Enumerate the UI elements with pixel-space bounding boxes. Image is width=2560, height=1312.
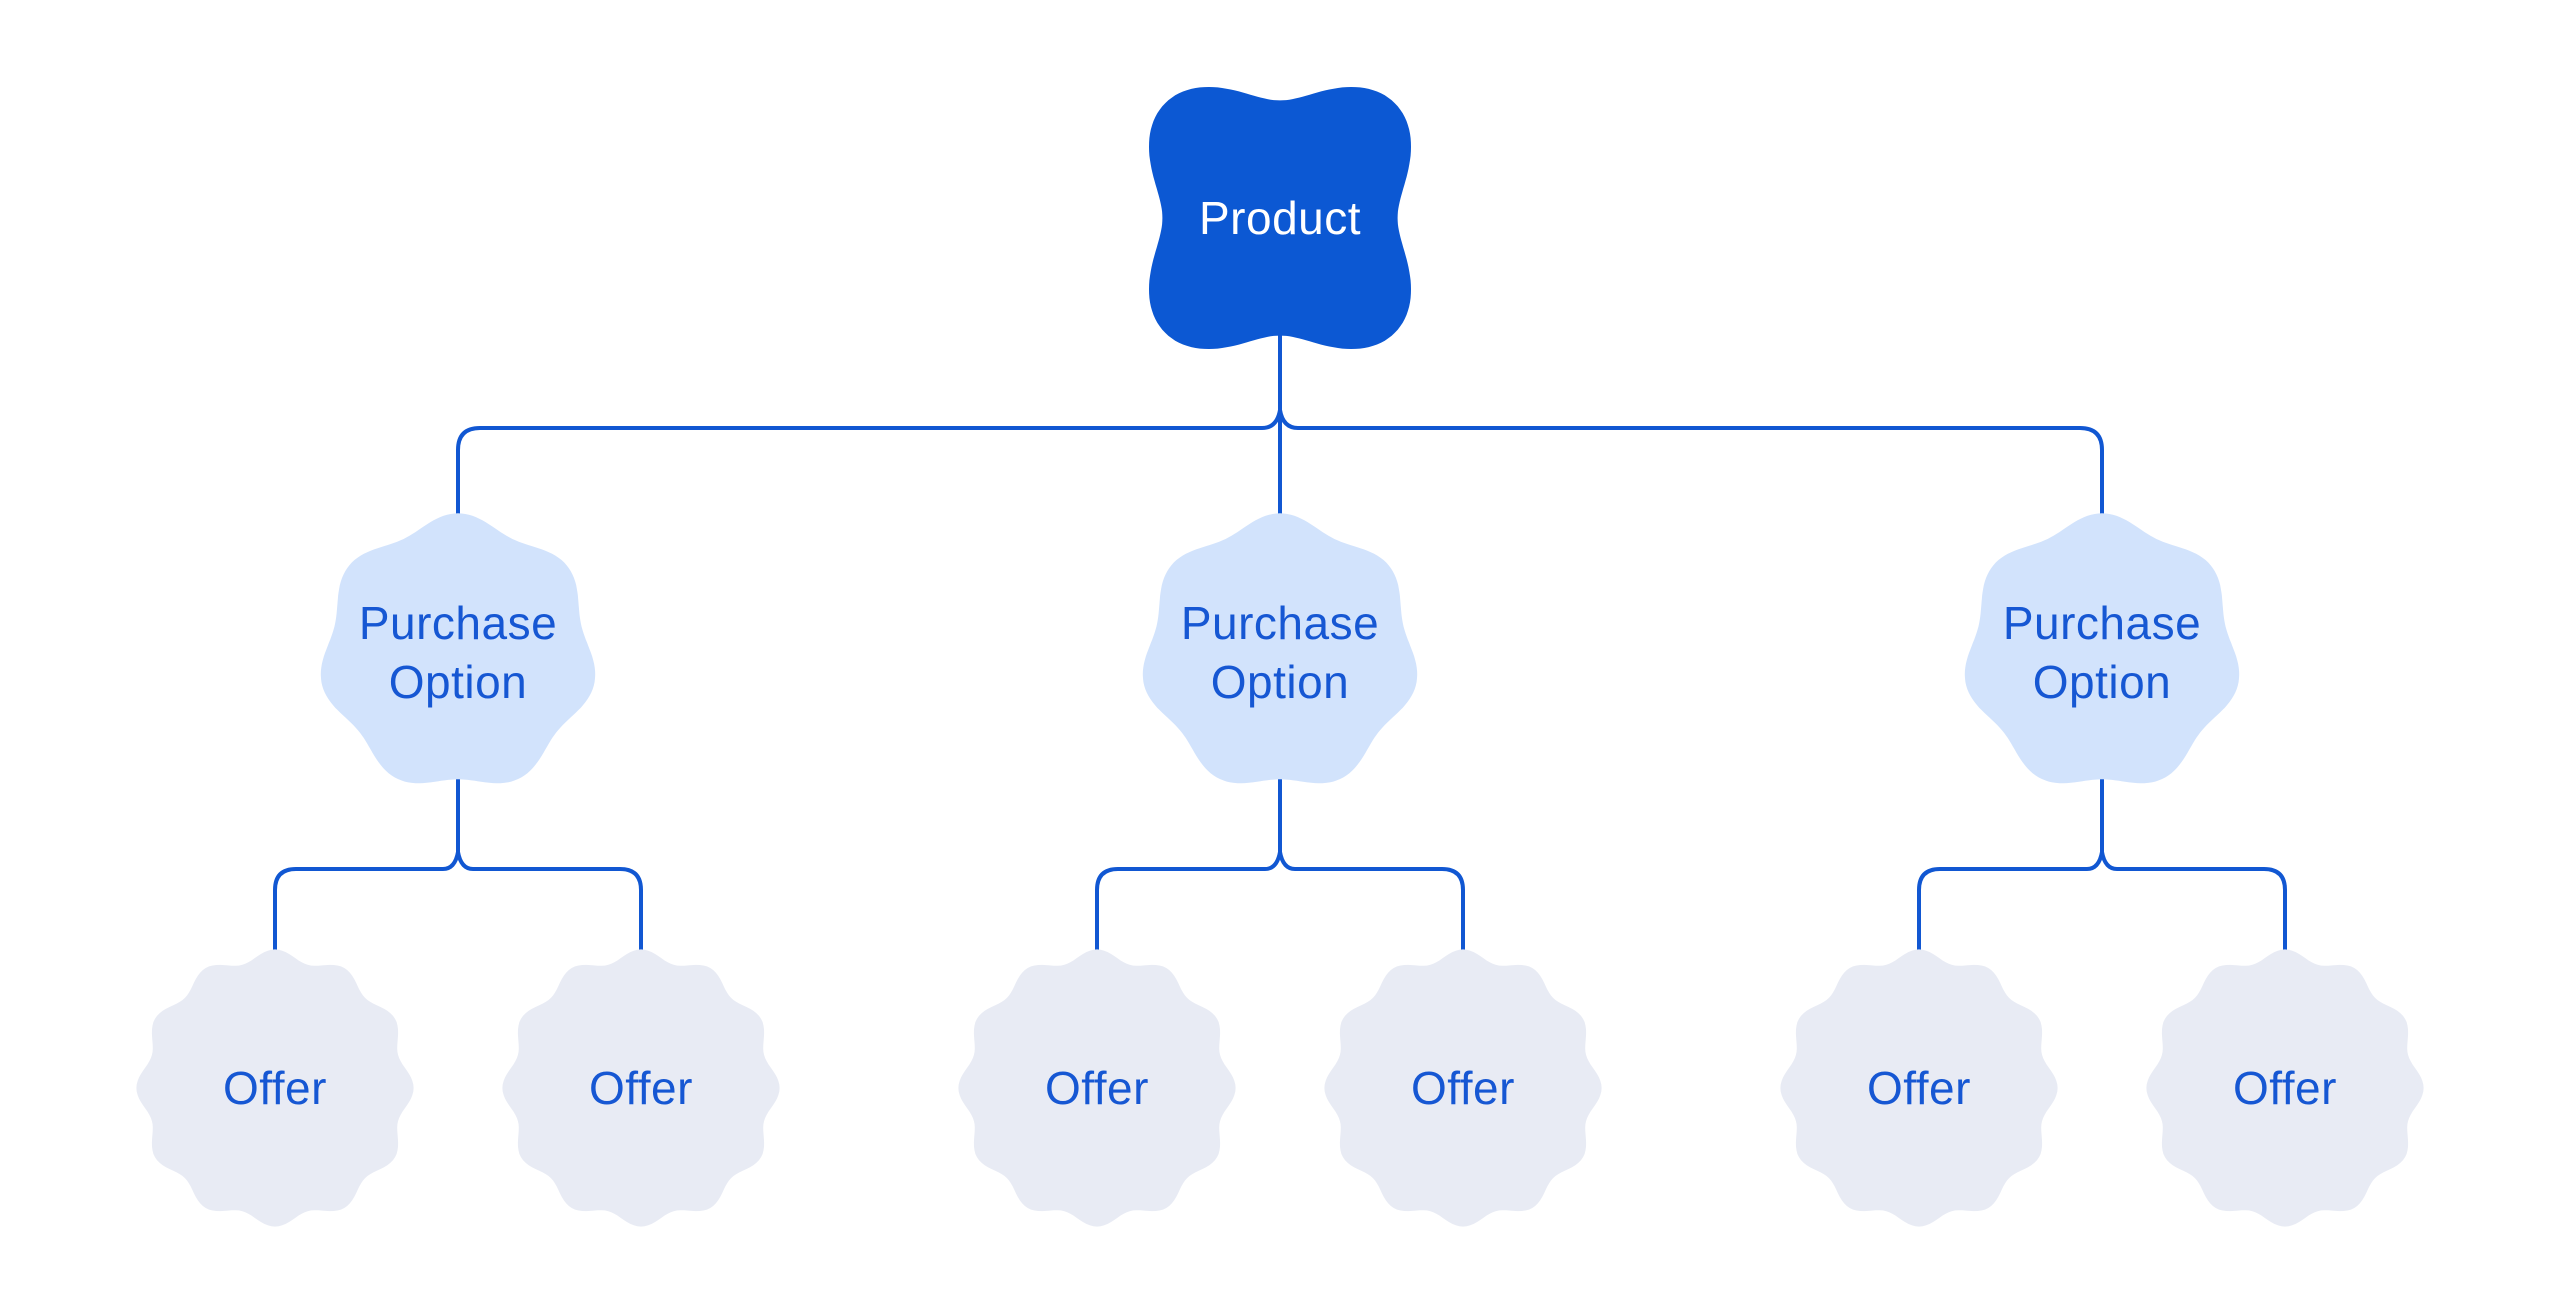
node-offer-2: Offer (491, 938, 791, 1238)
node-offer-3: Offer (947, 938, 1247, 1238)
node-purchase-option-3: Purchase Option (1952, 503, 2252, 803)
offer-label: Offer (1867, 1061, 1971, 1114)
offer-label: Offer (1411, 1061, 1515, 1114)
purchase-option-label: Purchase Option (1180, 597, 1380, 708)
connector-option-2-to-offer-2 (1278, 776, 1465, 964)
node-offer-5: Offer (1769, 938, 2069, 1238)
offer-blob-icon (958, 949, 1236, 1227)
node-purchase-option-2: Purchase Option (1130, 503, 1430, 803)
connector-option-1-to-offer-1 (273, 776, 460, 964)
product-label: Product (1198, 191, 1362, 244)
node-purchase-option-1: Purchase Option (308, 503, 608, 803)
node-offer-6: Offer (2135, 938, 2435, 1238)
offer-label: Offer (589, 1061, 693, 1114)
node-offer-1: Offer (125, 938, 425, 1238)
offer-label: Offer (2233, 1061, 2337, 1114)
purchase-option-label: Purchase Option (358, 597, 558, 708)
purchase-option-blob-icon (320, 513, 596, 784)
offer-blob-icon (1324, 949, 1602, 1227)
offer-label: Offer (1045, 1061, 1149, 1114)
connector-product-to-option-1 (456, 320, 1282, 534)
offer-label: Offer (223, 1061, 327, 1114)
purchase-option-blob-icon (1142, 513, 1418, 784)
offer-blob-icon (136, 949, 414, 1227)
offer-blob-icon (2146, 949, 2424, 1227)
offer-blob-icon (1780, 949, 2058, 1227)
purchase-option-blob-icon (1964, 513, 2240, 784)
purchase-option-label: Purchase Option (2002, 597, 2202, 708)
connector-product-to-option-3 (1278, 320, 2104, 534)
connector-option-3-to-offer-1 (1917, 776, 2104, 964)
connector-option-1-to-offer-2 (456, 776, 643, 964)
connector-option-3-to-offer-2 (2100, 776, 2287, 964)
product-blob-icon (1149, 87, 1411, 349)
connector-option-2-to-offer-1 (1095, 776, 1282, 964)
offer-blob-icon (502, 949, 780, 1227)
node-offer-4: Offer (1313, 938, 1613, 1238)
node-product: Product (1130, 68, 1430, 368)
